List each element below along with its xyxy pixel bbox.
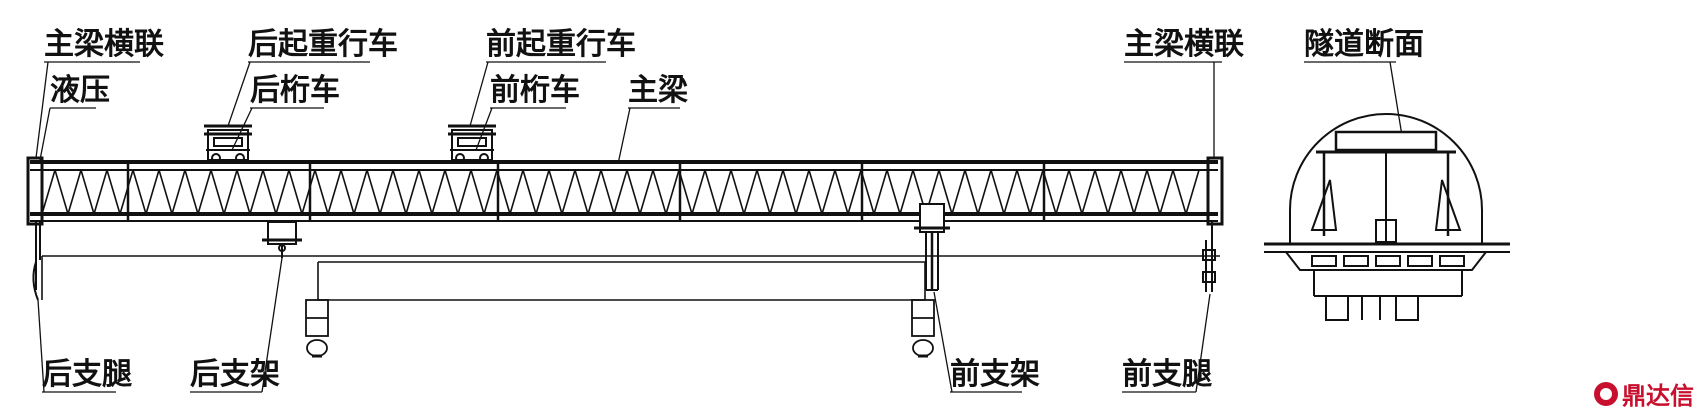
front-crane-trolley-shape — [448, 124, 496, 163]
label-rear-truss-trolley: 后桁车 — [250, 73, 340, 108]
watermark-logo-icon — [1594, 381, 1618, 406]
leader-lines — [35, 61, 1405, 393]
rear-crane-trolley-shape — [204, 124, 252, 163]
label-rear-leg: 后支腿 — [42, 357, 132, 392]
label-rear-crane-trolley: 后起重行车 — [248, 27, 398, 62]
label-front-support: 前支架 — [950, 357, 1040, 392]
watermark-text: 鼎达信 — [1622, 382, 1694, 410]
label-front-truss-trolley: 前桁车 — [490, 73, 580, 108]
rear-support-shape — [262, 221, 302, 258]
main-girder-truss — [26, 156, 1224, 226]
label-hydraulic: 液压 — [50, 73, 110, 108]
watermark: 鼎达信 — [1594, 376, 1694, 411]
label-main-girder-crossbeam-right: 主梁横联 — [1124, 27, 1244, 62]
label-main-girder: 主梁 — [628, 73, 688, 108]
front-support-shape — [914, 203, 950, 291]
rear-leg-shape — [32, 222, 41, 301]
front-leg-shape — [1202, 222, 1216, 292]
label-front-crane-trolley: 前起重行车 — [486, 27, 636, 62]
label-tunnel-section: 隧道断面 — [1304, 27, 1424, 62]
rear-pier — [305, 299, 329, 358]
label-main-girder-crossbeam-left: 主梁横联 — [44, 27, 164, 62]
label-front-leg: 前支腿 — [1122, 357, 1212, 392]
label-rear-support: 后支架 — [190, 357, 280, 392]
box-girder-below — [41, 255, 1220, 301]
tunnel-section-shape — [1264, 113, 1510, 321]
front-pier — [911, 299, 935, 358]
